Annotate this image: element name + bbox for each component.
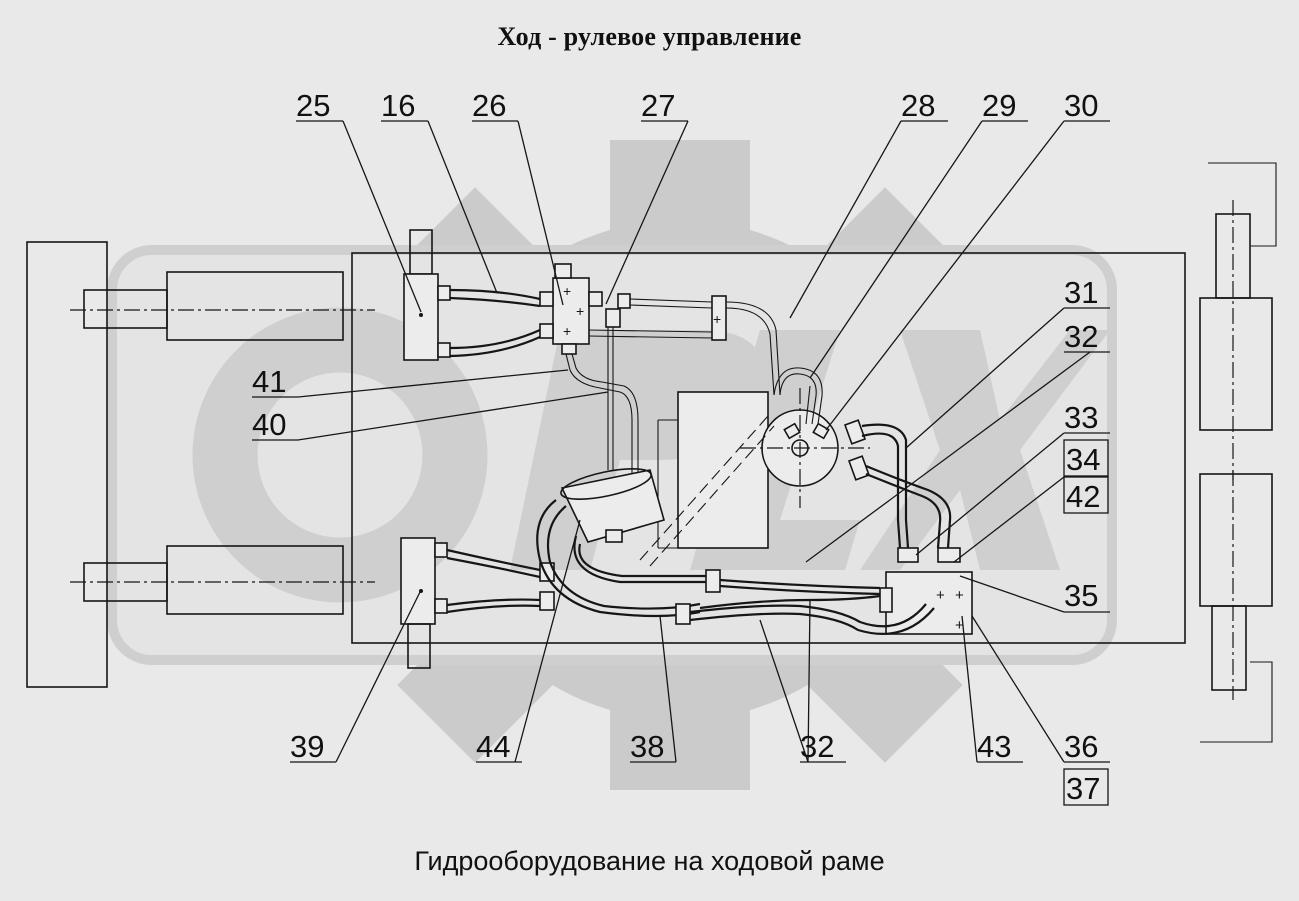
callout-39: 39	[290, 729, 324, 764]
callout-28: 28	[901, 88, 935, 123]
callout-44: 44	[476, 729, 510, 764]
leader-lines	[252, 120, 1110, 806]
filter-housing	[560, 468, 665, 543]
hydraulic-tank	[657, 391, 769, 549]
callout-33: 33	[1064, 400, 1098, 435]
steering-cylinder-top	[403, 229, 451, 361]
svg-text:+: +	[955, 587, 964, 604]
callout-31: 31	[1064, 275, 1098, 310]
svg-text:+: +	[713, 311, 721, 327]
svg-text:+: +	[576, 303, 584, 319]
callout-42: 42	[1066, 479, 1100, 514]
callout-32-top: 32	[1064, 319, 1098, 354]
svg-text:+: +	[936, 587, 945, 604]
callout-34: 34	[1066, 442, 1100, 477]
pipelines-top: +	[565, 295, 781, 480]
callout-38: 38	[630, 729, 664, 764]
svg-text:+: +	[563, 323, 571, 339]
callout-25: 25	[296, 88, 330, 123]
callout-29: 29	[982, 88, 1016, 123]
callout-40: 40	[252, 407, 286, 442]
callout-41: 41	[252, 364, 286, 399]
callout-32-bottom: 32	[800, 729, 834, 764]
svg-text:+: +	[563, 283, 571, 299]
diagram-caption: Гидрооборудование на ходовой раме	[414, 846, 885, 876]
left-wheel-assembly	[26, 241, 375, 688]
diagram-title: Ход - рулевое управление	[497, 22, 802, 51]
callout-26: 26	[472, 88, 506, 123]
callout-16: 16	[381, 88, 415, 123]
callout-30: 30	[1064, 88, 1098, 123]
callout-36: 36	[1064, 729, 1098, 764]
callout-27: 27	[641, 88, 675, 123]
right-wheel-assembly	[1199, 162, 1277, 743]
running-frame	[351, 252, 1186, 644]
hoses-pump	[861, 423, 961, 563]
callout-43: 43	[977, 729, 1011, 764]
callout-35: 35	[1064, 578, 1098, 613]
hidden-lines	[639, 415, 775, 567]
hoses-top	[449, 288, 541, 358]
svg-text:+: +	[955, 617, 964, 634]
distribution-block-top: + + +	[539, 263, 631, 355]
steering-cylinder-bottom	[400, 537, 448, 669]
callout-labels: 25 16 26 27 28 29 30 31 32 33 34 42 35 4…	[252, 88, 1100, 806]
callout-37: 37	[1066, 771, 1100, 806]
pump-unit	[740, 367, 871, 508]
